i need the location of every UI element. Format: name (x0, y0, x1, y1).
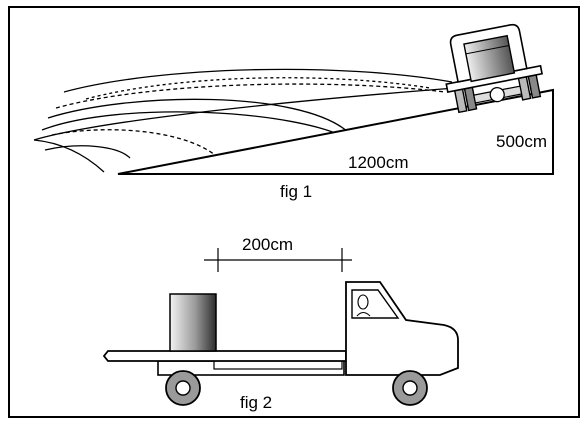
fig1-ramp-group: 500cm 1200cm fig 1 (33, 23, 554, 201)
rear-wheel (165, 370, 201, 406)
fig1-caption: fig 1 (280, 182, 312, 201)
cart-axle-hub (489, 87, 505, 103)
fig2-truck-group: 200cm fig 2 (102, 235, 459, 412)
driver-figure (356, 294, 371, 317)
ramp-length-label: 1200cm (348, 153, 408, 172)
dimension-line (204, 248, 352, 272)
fig2-caption: fig 2 (240, 393, 272, 412)
cart-box (463, 34, 516, 83)
ramp-height-label: 500cm (496, 132, 547, 151)
motion-lines (33, 68, 456, 173)
truck-step (213, 360, 343, 370)
distance-label: 200cm (242, 235, 293, 254)
cargo-box (169, 293, 217, 352)
ramp (117, 88, 554, 175)
cab-window (351, 289, 400, 319)
cart (445, 23, 543, 114)
diagram-frame (8, 6, 580, 418)
truck-flatbed (102, 350, 347, 362)
front-wheel (392, 370, 428, 406)
